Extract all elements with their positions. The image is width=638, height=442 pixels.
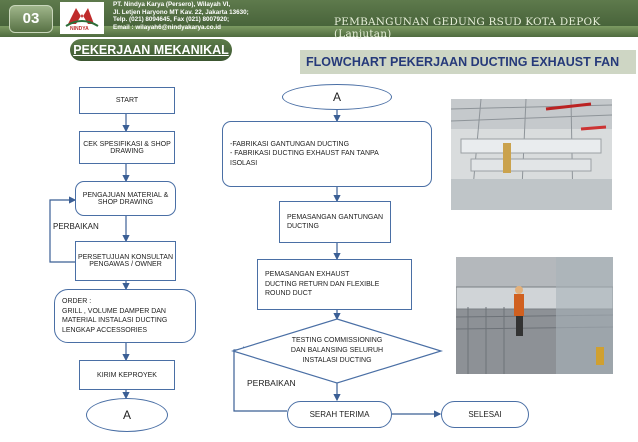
ducting-installation-photo-1 [451,99,612,210]
persetujuan-node: PERSETUJUAN KONSULTAN PENGAWAS / OWNER [75,241,176,281]
connector-a-top: A [282,84,392,110]
ducting-installation-photo-2 [456,257,613,374]
connector-a-bottom: A [86,398,168,432]
section-title: PEKERJAAN MEKANIKAL [70,39,232,61]
cek-spesifikasi-node: CEK SPESIFIKASI & SHOP DRAWING [79,131,175,164]
fabrikasi-node: -FABRIKASI GANTUNGAN DUCTING - FABRIKASI… [222,121,432,187]
perbaikan-right-label: PERBAIKAN [247,378,296,388]
kirim-keproyek-node: KIRIM KEPROYEK [79,360,175,390]
pemasangan-exhaust-node: PEMASANGAN EXHAUST DUCTING RETURN DAN FL… [257,259,412,310]
header-band [0,26,638,37]
company-address: PT. Nindya Karya (Persero), Wilayah VI, … [113,1,249,31]
serah-terima-node: SERAH TERIMA [287,401,392,428]
pengajuan-material-node: PENGAJUAN MATERIAL & SHOP DRAWING [75,181,176,216]
nindya-logo-icon [60,2,104,34]
flowchart-title: FLOWCHART PEKERJAAN DUCTING EXHAUST FAN [300,50,636,74]
slide-number-badge: 03 [9,5,53,33]
order-node: ORDER : GRILL , VOLUME DAMPER DAN MATERI… [54,289,196,343]
perbaikan-left-label: PERBAIKAN [53,222,99,231]
project-title: PEMBANGUNAN GEDUNG RSUD KOTA DEPOK (Lanj… [334,16,601,40]
arrow-perbaikan-loop-left [49,196,77,263]
start-node: START [79,87,175,114]
testing-decision-text: TESTING COMMISSIONING DAN BALANSING SELU… [290,337,384,364]
logo-text: NINDYA [70,26,89,32]
selesai-node: SELESAI [441,401,529,428]
pemasangan-gantungan-node: PEMASANGAN GANTUNGAN DUCTING [279,201,391,243]
